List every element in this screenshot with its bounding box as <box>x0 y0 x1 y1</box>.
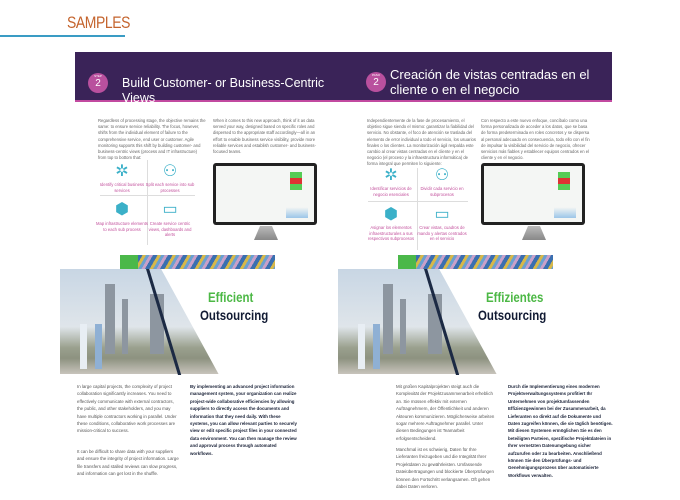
monitor-stand <box>254 226 278 240</box>
cover-title-line2: Outsourcing <box>200 307 269 323</box>
approach-text-en: When it comes to this new approach, thin… <box>213 118 316 155</box>
title-underline <box>0 35 125 37</box>
step-label: STEP <box>94 74 102 78</box>
body-text-en-3: By implementing an advanced project info… <box>190 384 297 456</box>
step-number: 2 <box>373 77 379 88</box>
icon-label: Split each service into sub processes <box>145 182 195 193</box>
intro-text-en: Regardless of processing stage, the obje… <box>98 118 206 161</box>
body-text-en-2: It can be difficult to share data with y… <box>77 449 179 477</box>
icon-label: Create service centric views, dashboards… <box>148 221 192 237</box>
infrastructure-map-icon: ⬢ <box>384 206 398 223</box>
step-number: 2 <box>95 78 101 89</box>
section-title: SAMPLES <box>67 13 130 32</box>
divider <box>100 195 195 196</box>
cover-title-line1: Effizientes <box>486 289 544 305</box>
body-text-en-1: In large capital projects, the complexit… <box>77 384 177 434</box>
tech-pattern <box>138 255 275 269</box>
step-label: PASO <box>371 73 381 77</box>
approach-text-es: Con respecto a este nuevo enfoque, concí… <box>481 118 590 161</box>
infrastructure-map-icon: ⬢ <box>115 201 129 218</box>
search-network-icon: ✲ <box>115 163 129 180</box>
monitor-stand <box>522 226 546 240</box>
process-split-icon: ⚇ <box>162 163 178 180</box>
divider <box>147 160 148 245</box>
banner-es <box>340 52 612 102</box>
body-text-de-1: Mit großen Kapitalprojekten steigt auch … <box>396 384 495 441</box>
banner-en <box>75 52 340 102</box>
icon-label: Dividir cada servicio en subprocesos <box>420 186 464 197</box>
monitor-image <box>213 163 317 225</box>
search-network-icon: ✲ <box>384 167 398 184</box>
tech-pattern <box>416 255 553 269</box>
process-split-icon: ⚇ <box>434 167 450 184</box>
cover-en <box>60 250 280 375</box>
icon-label: Identificar servicios de negocio esencia… <box>370 186 412 197</box>
cover-title-line2: Outsourcing <box>478 307 547 323</box>
intro-text-es: Independientemente de la fase de procesa… <box>367 118 476 167</box>
cover-title-line1: Efficient <box>208 289 254 305</box>
monitor-image <box>481 163 585 225</box>
dashboard-icon: ▭ <box>162 201 178 218</box>
cover-de <box>338 250 558 375</box>
icon-label: Crear vistas, cuadros de mando y alertas… <box>417 225 467 241</box>
icon-label: Asignar los elementos infraestructurales… <box>367 225 415 241</box>
icon-label: Identify critical business services <box>99 182 145 193</box>
page-title-en: Build Customer- or Business-Centric View… <box>122 76 325 105</box>
page-title-es: Creación de vistas centradas en el clien… <box>390 67 590 97</box>
icon-label: Map infrastructure elements to each sub … <box>96 221 148 232</box>
body-text-de-2: Manchmal ist es schwierig, Daten für Ihr… <box>396 447 494 490</box>
body-text-de-3: Durch die Implementierung eines modernen… <box>508 384 613 478</box>
dashboard-icon: ▭ <box>434 206 450 223</box>
divider <box>417 168 418 250</box>
divider <box>368 201 468 202</box>
